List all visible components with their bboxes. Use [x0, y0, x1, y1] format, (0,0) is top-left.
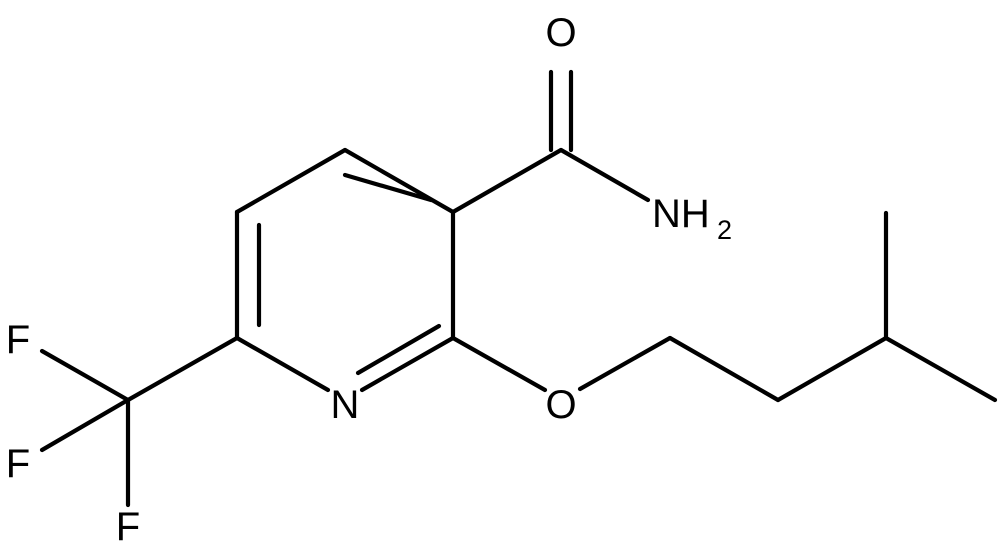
- bond-cf3-f2: [39, 397, 131, 453]
- fluorine-label-2: F: [6, 442, 30, 486]
- bond-c3-carbonyl: [450, 147, 564, 215]
- bond-ch2-ch: [775, 335, 889, 403]
- bond-n1-c2-inner: [355, 323, 442, 376]
- fluorine-label-3: F: [116, 505, 140, 549]
- bond-c2-o: [450, 335, 548, 393]
- bond-c6-cf3: [125, 335, 240, 403]
- amide-nitrogen-label: NH: [652, 192, 710, 236]
- amide-hydrogen-count: 2: [717, 215, 732, 245]
- bond-c4-c5: [234, 147, 348, 215]
- bond-ch-ch3-right: [883, 335, 998, 403]
- bond-c3-c4-inner: [342, 172, 434, 203]
- fluorine-label-1: F: [6, 318, 30, 362]
- bond-c3-c4: [342, 147, 456, 215]
- bond-o-ch2: [577, 335, 673, 392]
- bond-c6-n1: [234, 335, 331, 393]
- ring-nitrogen-label: N: [331, 383, 360, 427]
- oxygen-carbonyl-label: O: [545, 11, 576, 55]
- bond-cf3-f1: [39, 348, 131, 403]
- bond-carbonyl-n: [558, 147, 651, 203]
- bond-ch2-ch2: [667, 335, 781, 403]
- ether-oxygen-label: O: [545, 383, 576, 427]
- bond-n1-c2: [359, 335, 456, 393]
